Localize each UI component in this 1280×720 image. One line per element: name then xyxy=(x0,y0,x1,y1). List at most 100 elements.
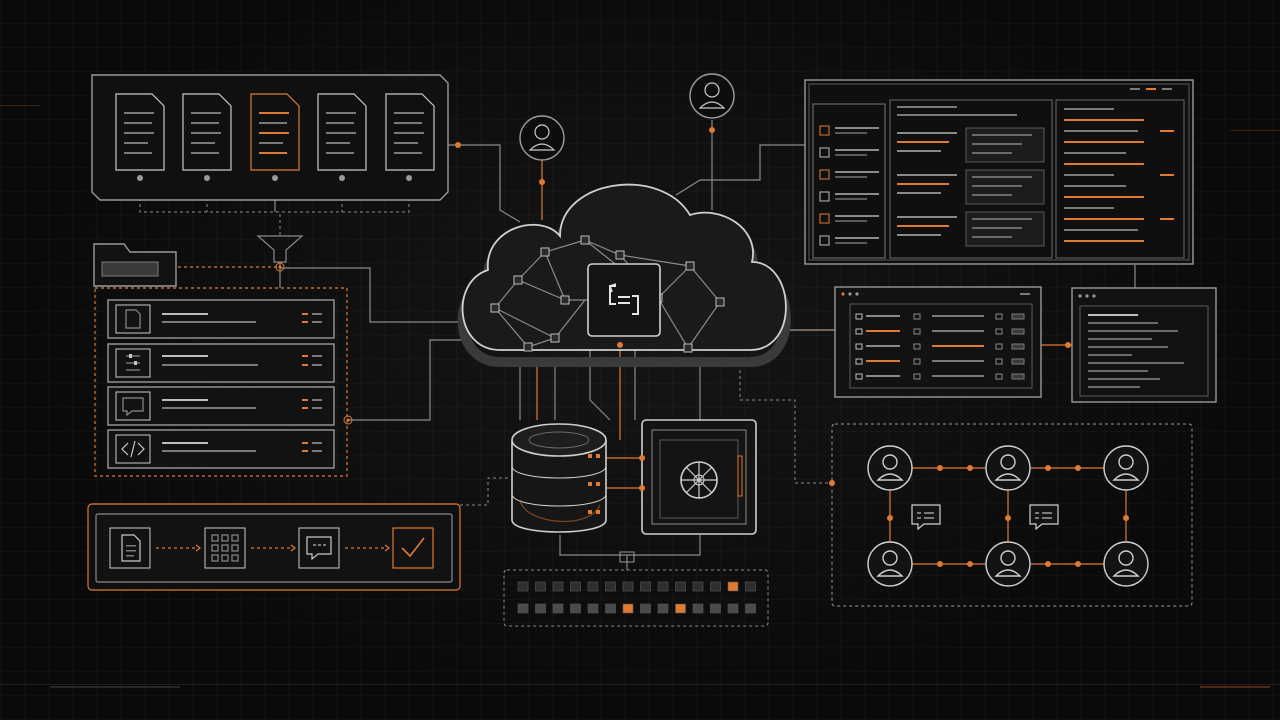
pipeline-step-chat[interactable] xyxy=(298,527,340,569)
table-row xyxy=(932,345,984,347)
card-line xyxy=(972,134,1032,136)
table-row xyxy=(1011,343,1025,350)
sidebar-checkbox[interactable] xyxy=(819,147,830,158)
sync-icon[interactable] xyxy=(587,263,661,348)
folder-icon[interactable] xyxy=(93,243,285,287)
list-item-settings[interactable] xyxy=(107,343,335,383)
sidebar-row-line xyxy=(835,237,879,239)
user-icon[interactable] xyxy=(867,541,913,587)
dashboard-row-line xyxy=(897,225,949,227)
document-card-highlighted[interactable] xyxy=(250,93,300,171)
document-card-2[interactable] xyxy=(182,93,232,171)
row-checkbox[interactable] xyxy=(855,343,863,350)
status-cell xyxy=(535,581,546,592)
pipeline-step-grid[interactable] xyxy=(204,527,246,569)
panel-row-line xyxy=(1064,218,1144,220)
user-icon[interactable] xyxy=(867,445,913,491)
code-line xyxy=(1088,330,1178,332)
status-cell xyxy=(640,603,651,614)
sidebar-row-line xyxy=(835,171,879,173)
table-row xyxy=(995,358,1003,365)
user-icon[interactable] xyxy=(985,541,1031,587)
chat-icon[interactable] xyxy=(1029,504,1059,531)
sidebar-row-line xyxy=(835,193,879,195)
chat-icon[interactable] xyxy=(911,504,941,531)
document-card-5[interactable] xyxy=(385,93,435,171)
code-line xyxy=(1088,362,1184,364)
sidebar-checkbox[interactable] xyxy=(819,191,830,202)
dashboard-row-line xyxy=(897,150,941,152)
table-row xyxy=(866,360,900,362)
panel-row-line xyxy=(1064,229,1138,231)
status-cell xyxy=(605,581,616,592)
row-checkbox[interactable] xyxy=(855,373,863,380)
list-item-code[interactable] xyxy=(107,429,335,469)
sidebar-checkbox[interactable] xyxy=(819,213,830,224)
status-cell xyxy=(745,581,756,592)
pipeline-step-document[interactable] xyxy=(109,527,151,569)
panel-row-line xyxy=(1064,141,1144,143)
list-item-document[interactable] xyxy=(107,299,335,339)
sidebar-checkbox[interactable] xyxy=(819,235,830,246)
table-row xyxy=(913,373,921,380)
card-line xyxy=(972,236,1012,238)
status-cell xyxy=(692,581,704,592)
panel-row-line xyxy=(1064,130,1138,132)
sidebar-row-line xyxy=(835,242,867,244)
network-users xyxy=(867,445,1149,587)
pipeline-step-check[interactable] xyxy=(392,527,434,569)
user-icon[interactable] xyxy=(1103,541,1149,587)
document-card-1[interactable] xyxy=(115,93,165,171)
table-row xyxy=(995,373,1003,380)
status-cell xyxy=(517,603,529,614)
cloud-hub xyxy=(457,183,791,367)
table-row xyxy=(913,328,921,335)
sidebar-row-line xyxy=(835,215,879,217)
dashboard-row-line xyxy=(897,141,949,143)
row-checkbox[interactable] xyxy=(855,328,863,335)
dashboard-row-line xyxy=(897,234,941,236)
status-cell xyxy=(570,603,581,614)
connectors xyxy=(139,120,1136,570)
code-line xyxy=(1088,378,1160,380)
panel-row-line xyxy=(1064,119,1144,121)
vault-icon[interactable] xyxy=(639,419,757,535)
panel-row-line xyxy=(1064,196,1144,198)
status-cell xyxy=(587,603,599,614)
funnel-icon xyxy=(256,235,304,263)
table-row xyxy=(995,343,1003,350)
user-icon[interactable] xyxy=(1103,445,1149,491)
document-card-4[interactable] xyxy=(317,93,367,171)
row-checkbox[interactable] xyxy=(855,358,863,365)
table-row xyxy=(995,313,1003,320)
code-line xyxy=(1088,322,1158,324)
main-rows xyxy=(897,127,1045,247)
status-cells xyxy=(517,581,756,614)
user-icon[interactable] xyxy=(985,445,1031,491)
status-cell xyxy=(727,581,739,592)
decorative-accents xyxy=(0,105,1280,688)
row-checkbox[interactable] xyxy=(855,313,863,320)
sidebar-checkbox[interactable] xyxy=(819,125,830,136)
status-cell xyxy=(710,603,721,614)
resource-list-panel xyxy=(94,287,353,477)
panel-row-line xyxy=(1064,185,1126,187)
card-line xyxy=(972,152,1012,154)
table-row xyxy=(866,375,900,377)
database-icon[interactable] xyxy=(511,423,607,533)
sidebar-checkbox[interactable] xyxy=(819,169,830,180)
table-row xyxy=(1011,328,1025,335)
list-item-chat[interactable] xyxy=(107,386,335,426)
card-line xyxy=(972,185,1022,187)
user-icon[interactable] xyxy=(519,115,565,185)
status-cell xyxy=(605,603,616,614)
dashboard-row-line xyxy=(897,183,949,185)
table-row xyxy=(913,358,921,365)
card-line xyxy=(972,194,1012,196)
user-network-panel xyxy=(829,423,1193,607)
table-row xyxy=(866,345,900,347)
table-row xyxy=(932,330,984,332)
status-cell xyxy=(552,581,564,592)
user-icon[interactable] xyxy=(689,73,735,133)
dashboard-main xyxy=(889,99,1053,259)
